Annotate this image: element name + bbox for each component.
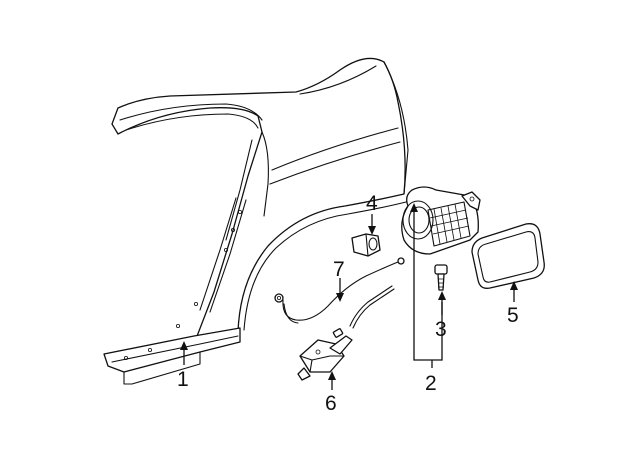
stopper-part[interactable] [351, 233, 381, 257]
quarter-panel-part[interactable] [103, 57, 409, 385]
callout-5: 5 [507, 304, 519, 327]
fuel-door-part[interactable] [471, 223, 545, 289]
callout-6: 6 [325, 392, 337, 415]
release-cable-part[interactable] [274, 257, 405, 329]
callout-7: 7 [333, 258, 345, 281]
callout-2: 2 [425, 372, 437, 395]
callout-4: 4 [366, 192, 378, 215]
callout-3: 3 [435, 318, 447, 341]
callout-labels: 1 2 3 4 5 6 7 [177, 192, 519, 415]
fuel-filler-housing-part[interactable] [401, 186, 481, 255]
callout-1: 1 [177, 368, 189, 391]
leader-lines [180, 203, 518, 390]
actuator-part[interactable] [297, 328, 353, 381]
bolt-part[interactable] [434, 264, 448, 291]
